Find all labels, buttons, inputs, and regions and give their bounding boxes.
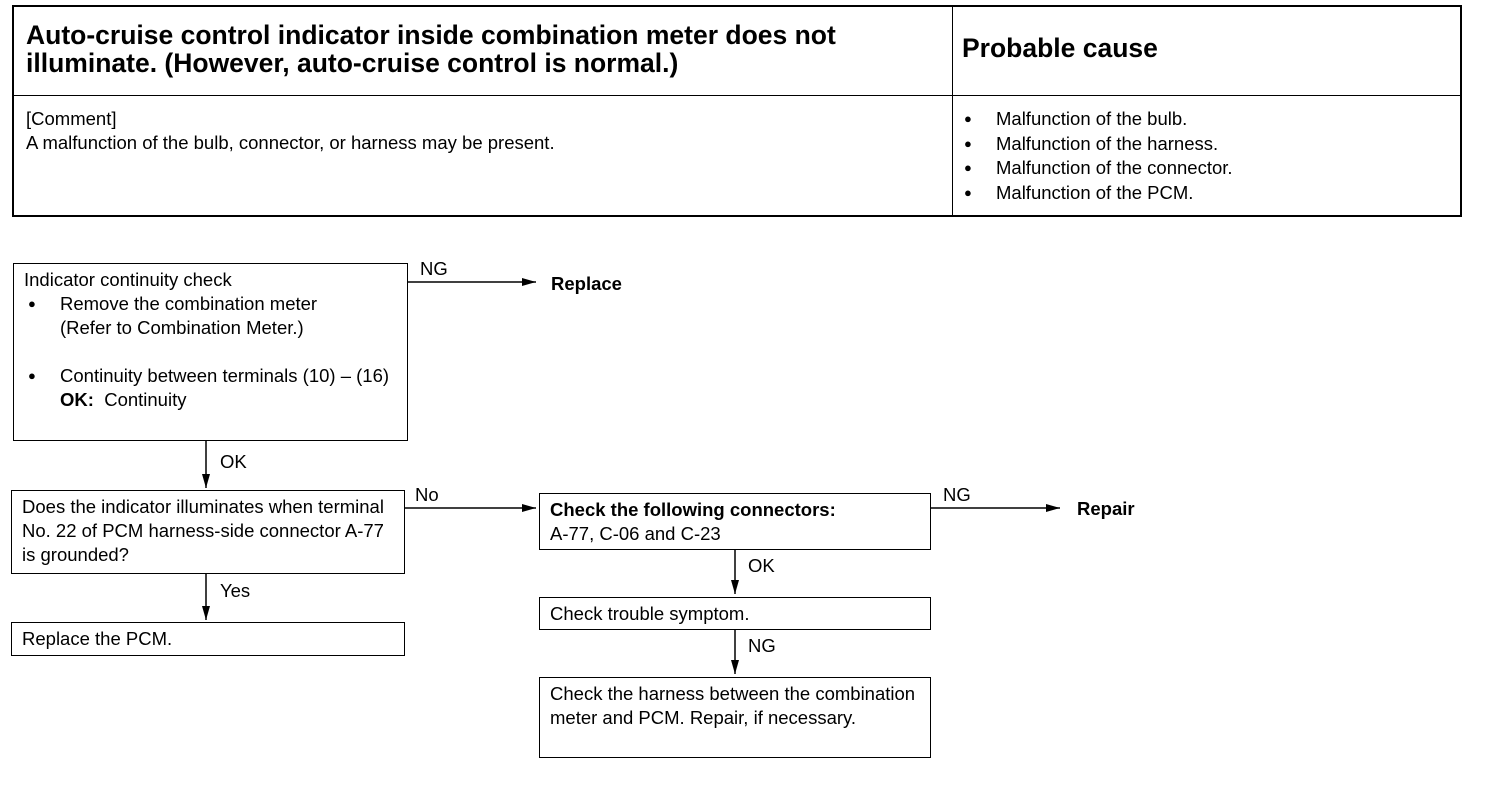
continuity-terminals-step: Continuity between terminals (10) – (16) <box>24 364 397 388</box>
continuity-check-title: Indicator continuity check <box>24 269 232 290</box>
comment-label: [Comment] <box>26 108 117 129</box>
replace-pcm-text: Replace the PCM. <box>22 628 173 649</box>
symptom-title: Auto-cruise control indicator inside com… <box>26 20 836 78</box>
cause-item: Malfunction of the PCM. <box>962 181 1233 206</box>
ng-label: NG <box>748 635 776 656</box>
replace-pcm-box: Replace the PCM. <box>11 622 405 656</box>
ok-label: OK <box>220 451 247 472</box>
check-harness-text: Check the harness between the combinatio… <box>550 683 916 728</box>
continuity-check-box: Indicator continuity check Remove the co… <box>13 263 408 441</box>
refer-note: (Refer to Combination Meter.) <box>60 317 304 338</box>
cause-item: Malfunction of the harness. <box>962 132 1233 157</box>
connector-list: A-77, C-06 and C-23 <box>550 523 721 544</box>
check-connectors-box: Check the following connectors: A-77, C-… <box>539 493 931 550</box>
indicator-question-text: Does the indicator illuminates when term… <box>22 496 384 565</box>
table-column-divider <box>952 7 953 215</box>
indicator-question-box: Does the indicator illuminates when term… <box>11 490 405 574</box>
ng-label: NG <box>943 484 971 505</box>
replace-result: Replace <box>551 273 622 294</box>
remove-meter-step: Remove the combination meter <box>24 292 397 316</box>
comment-text: A malfunction of the bulb, connector, or… <box>26 132 555 153</box>
cause-item: Malfunction of the bulb. <box>962 107 1233 132</box>
table-row-divider <box>14 95 1460 96</box>
check-symptom-box: Check trouble symptom. <box>539 597 931 630</box>
check-harness-box: Check the harness between the combinatio… <box>539 677 931 758</box>
check-symptom-text: Check trouble symptom. <box>550 603 750 624</box>
repair-result: Repair <box>1077 498 1135 519</box>
check-connectors-title: Check the following connectors: <box>550 499 836 520</box>
probable-cause-header: Probable cause <box>962 33 1158 63</box>
yes-label: Yes <box>220 580 251 601</box>
no-label: No <box>415 484 439 505</box>
ok-label: OK <box>748 555 775 576</box>
ok-criteria-value: Continuity <box>104 389 187 410</box>
ok-criteria-label: OK: <box>60 389 94 410</box>
probable-cause-list: Malfunction of the bulb. Malfunction of … <box>962 107 1233 205</box>
cause-item: Malfunction of the connector. <box>962 156 1233 181</box>
ok-criteria: OK: Continuity <box>24 388 397 412</box>
diagnosis-table: Auto-cruise control indicator inside com… <box>12 5 1462 217</box>
comment-block: [Comment] A malfunction of the bulb, con… <box>26 107 555 155</box>
ng-label: NG <box>420 258 448 279</box>
